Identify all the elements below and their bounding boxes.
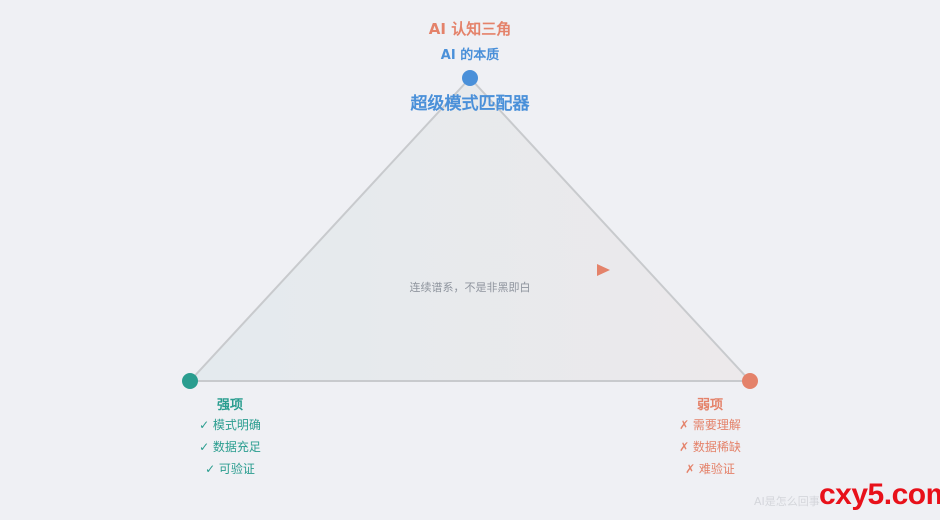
weakness-item: ✗ 需要理解	[679, 418, 741, 432]
strengths-list: ✓ 模式明确 ✓ 数据充足 ✓ 可验证	[170, 414, 290, 480]
spectrum-arrow-head	[597, 264, 610, 276]
weak-vertex-dot	[742, 373, 758, 389]
brand-watermark: cxy5.com	[819, 478, 940, 511]
top-vertex-dot	[462, 70, 478, 86]
strengths-title: 强项	[216, 398, 243, 413]
faint-watermark: AI是怎么回事	[754, 495, 820, 508]
strength-item: ✓ 数据充足	[199, 440, 261, 454]
cognition-triangle	[187, 76, 753, 382]
strength-item: ✓ 模式明确	[199, 418, 261, 432]
spectrum-caption: 连续谱系，不是非黑即白	[409, 281, 531, 294]
top-vertex-label: 超级模式匹配器	[410, 94, 530, 114]
weakness-item: ✗ 数据稀缺	[679, 440, 741, 454]
strength-item: ✓ 可验证	[205, 462, 255, 476]
weaknesses-list: ✗ 需要理解 ✗ 数据稀缺 ✗ 难验证	[650, 414, 770, 480]
diagram-title: AI 认知三角	[428, 20, 512, 38]
diagram-subtitle: AI 的本质	[440, 48, 500, 63]
strong-vertex-dot	[182, 373, 198, 389]
weakness-item: ✗ 难验证	[685, 462, 735, 476]
weaknesses-title: 弱项	[696, 398, 723, 413]
